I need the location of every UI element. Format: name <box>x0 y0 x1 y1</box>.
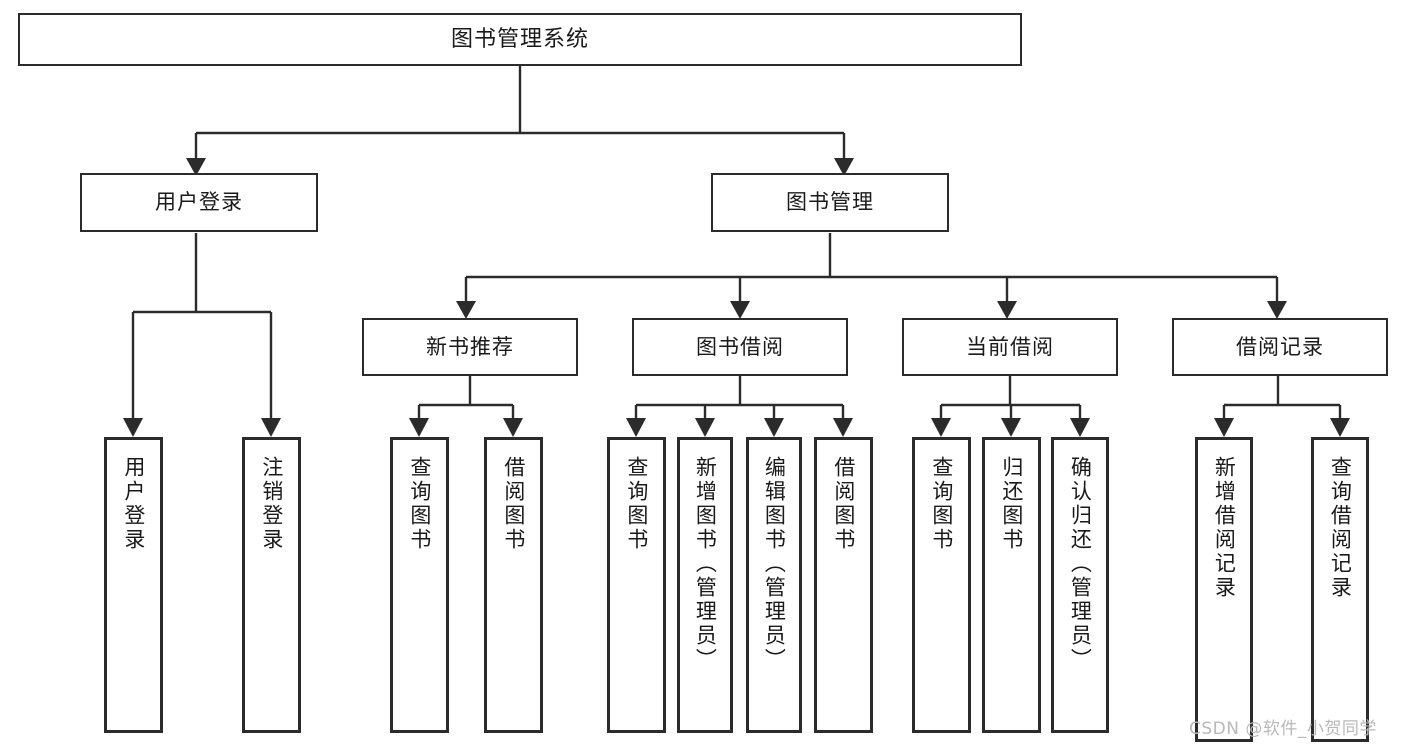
node-label: 编辑图书（管理员） <box>762 456 787 672</box>
node-label: 查询图书 <box>929 456 954 552</box>
leaf-edit-book-admin[interactable]: 编辑图书（管理员） <box>746 437 802 733</box>
node-label: 图书借阅 <box>696 334 784 359</box>
csdn-watermark: CSDN @软件_小贺同学 <box>1189 719 1377 739</box>
node-book-management[interactable]: 图书管理 <box>711 173 949 232</box>
node-user-login[interactable]: 用户登录 <box>80 173 318 232</box>
node-new-book-recommend[interactable]: 新书推荐 <box>362 318 578 376</box>
node-label: 图书管理系统 <box>450 26 589 52</box>
leaf-borrow-book-recommend[interactable]: 借阅图书 <box>484 437 543 733</box>
node-label: 注销登录 <box>259 456 284 552</box>
node-current-borrow[interactable]: 当前借阅 <box>902 318 1118 376</box>
leaf-query-borrow-record[interactable]: 查询借阅记录 <box>1311 437 1369 742</box>
leaf-query-book-current[interactable]: 查询图书 <box>912 437 971 733</box>
leaf-add-book-admin[interactable]: 新增图书（管理员） <box>677 437 733 733</box>
node-label: 用户登录 <box>121 456 146 552</box>
leaf-query-book-recommend[interactable]: 查询图书 <box>390 437 449 733</box>
node-label: 用户登录 <box>155 190 243 215</box>
leaf-return-book[interactable]: 归还图书 <box>982 437 1041 733</box>
node-label: 图书管理 <box>786 190 874 215</box>
node-label: 新书推荐 <box>426 334 514 359</box>
leaf-borrow-book[interactable]: 借阅图书 <box>814 437 873 733</box>
node-label: 归还图书 <box>999 456 1024 552</box>
leaf-query-book-borrow[interactable]: 查询图书 <box>607 437 666 733</box>
node-book-borrow[interactable]: 图书借阅 <box>632 318 848 376</box>
node-root-system[interactable]: 图书管理系统 <box>18 13 1022 66</box>
leaf-add-borrow-record[interactable]: 新增借阅记录 <box>1195 437 1253 742</box>
node-label: 当前借阅 <box>966 334 1054 359</box>
leaf-user-login[interactable]: 用户登录 <box>104 437 163 733</box>
node-label: 借阅记录 <box>1236 334 1324 359</box>
node-label: 查询图书 <box>624 456 649 552</box>
node-label: 查询图书 <box>407 456 432 552</box>
node-label: 借阅图书 <box>501 456 526 552</box>
node-borrow-record[interactable]: 借阅记录 <box>1172 318 1388 376</box>
leaf-logout[interactable]: 注销登录 <box>242 437 301 733</box>
node-label: 确认归还（管理员） <box>1068 456 1093 672</box>
node-label: 新增图书（管理员） <box>693 456 718 672</box>
node-label: 借阅图书 <box>831 456 856 552</box>
leaf-confirm-return-admin[interactable]: 确认归还（管理员） <box>1051 437 1109 733</box>
node-label: 新增借阅记录 <box>1212 456 1237 600</box>
node-label: 查询借阅记录 <box>1328 456 1353 600</box>
